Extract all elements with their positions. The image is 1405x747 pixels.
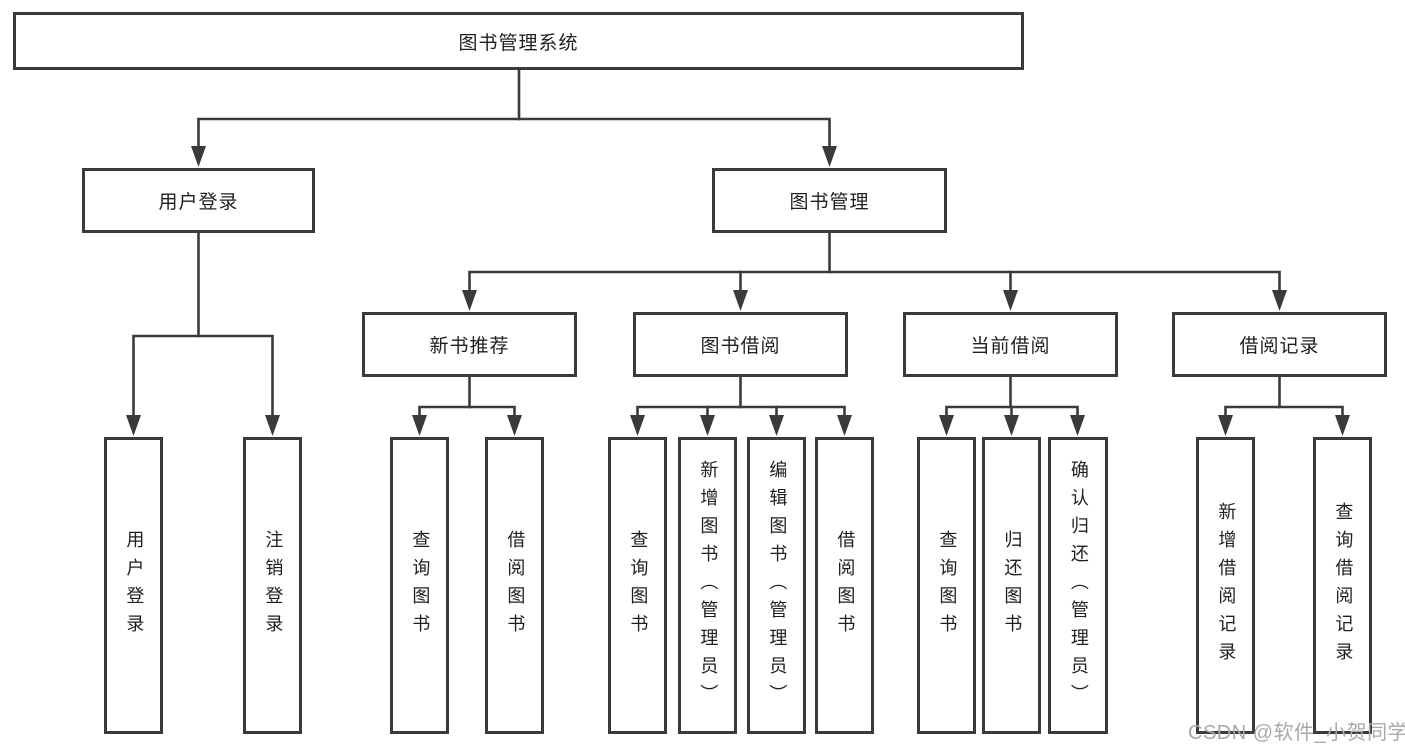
leaf-confirm-return-admin: 确认归还（管理员） xyxy=(1048,437,1108,734)
leaf-query-borrow-record: 查询借阅记录 xyxy=(1313,437,1372,734)
leaf-return-books: 归还图书 xyxy=(982,437,1041,734)
connector-book-borrow-to-leaves xyxy=(630,375,852,436)
node-current-borrow: 当前借阅 xyxy=(903,312,1118,377)
node-label: 编辑图书（管理员） xyxy=(767,459,788,712)
node-label: 用户登录 xyxy=(124,529,145,642)
node-label: 借阅记录 xyxy=(1239,336,1320,357)
node-book-management: 图书管理 xyxy=(712,168,947,233)
leaf-query-books-recommend: 查询图书 xyxy=(390,437,449,734)
node-book-borrow: 图书借阅 xyxy=(633,312,848,377)
node-borrow-records: 借阅记录 xyxy=(1172,312,1387,377)
node-user-login: 用户登录 xyxy=(82,168,315,233)
node-label: 图书管理系统 xyxy=(458,32,579,54)
leaf-query-books-borrow: 查询图书 xyxy=(608,437,667,734)
node-label: 查询借阅记录 xyxy=(1333,501,1354,670)
node-label: 图书管理 xyxy=(789,192,870,213)
leaf-query-books-current: 查询图书 xyxy=(917,437,976,734)
node-label: 当前借阅 xyxy=(970,336,1051,357)
connector-root-to-level2 xyxy=(191,68,837,167)
connector-current-borrow-to-leaves xyxy=(939,375,1085,436)
connector-borrow-records-to-leaves xyxy=(1218,375,1350,436)
node-label: 确认归还（管理员） xyxy=(1068,459,1089,712)
node-label: 查询图书 xyxy=(410,529,431,642)
leaf-add-books-admin: 新增图书（管理员） xyxy=(678,437,737,734)
node-label: 新书推荐 xyxy=(429,336,510,357)
leaf-edit-books-admin: 编辑图书（管理员） xyxy=(747,437,806,734)
leaf-add-borrow-record: 新增借阅记录 xyxy=(1196,437,1255,734)
leaf-borrow-books: 借阅图书 xyxy=(815,437,874,734)
node-label: 查询图书 xyxy=(937,529,958,642)
node-label: 借阅图书 xyxy=(835,529,856,642)
connector-user-login-to-leaves xyxy=(126,231,280,436)
node-new-book-recommend: 新书推荐 xyxy=(362,312,577,377)
node-library-management-system: 图书管理系统 xyxy=(13,12,1024,70)
connector-new-book-recommend-to-leaves xyxy=(412,375,522,436)
node-label: 图书借阅 xyxy=(700,336,781,357)
leaf-borrow-books-recommend: 借阅图书 xyxy=(485,437,544,734)
node-label: 用户登录 xyxy=(158,192,239,213)
leaf-user-login: 用户登录 xyxy=(104,437,163,734)
node-label: 新增借阅记录 xyxy=(1216,501,1237,670)
connector-book-management-to-level3 xyxy=(462,231,1287,311)
leaf-logout-login: 注销登录 xyxy=(243,437,302,734)
node-label: 借阅图书 xyxy=(505,529,526,642)
node-label: 注销登录 xyxy=(263,529,284,642)
watermark: CSDN @软件_小贺同学 xyxy=(1188,722,1405,744)
node-label: 新增图书（管理员） xyxy=(698,459,719,712)
node-label: 查询图书 xyxy=(628,529,649,642)
node-label: 归还图书 xyxy=(1002,529,1023,642)
